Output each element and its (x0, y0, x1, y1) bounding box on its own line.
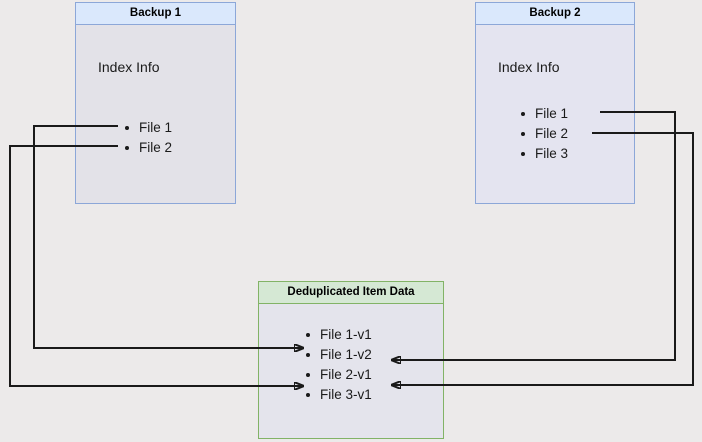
node-deduplicated-item-data-header: Deduplicated Item Data (259, 282, 443, 304)
list-item[interactable]: File 2 (125, 138, 172, 158)
node-backup-1[interactable]: Backup 1 Index Info File 1 File 2 (75, 2, 236, 204)
node-backup-1-index-label: Index Info (98, 59, 160, 75)
node-deduplicated-item-data[interactable]: Deduplicated Item Data File 1-v1 File 1-… (258, 281, 444, 439)
node-backup-1-file-list: File 1 File 2 (125, 118, 172, 158)
node-backup-1-header: Backup 1 (76, 3, 235, 25)
node-backup-1-body: Index Info File 1 File 2 (76, 25, 235, 203)
list-item[interactable]: File 1 (521, 104, 568, 124)
node-backup-2-header: Backup 2 (476, 3, 634, 25)
node-backup-2-body: Index Info File 1 File 2 File 3 (476, 25, 634, 203)
node-backup-2[interactable]: Backup 2 Index Info File 1 File 2 File 3 (475, 2, 635, 204)
list-item[interactable]: File 3-v1 (306, 385, 372, 405)
list-item[interactable]: File 1 (125, 118, 172, 138)
list-item[interactable]: File 2-v1 (306, 365, 372, 385)
list-item[interactable]: File 3 (521, 144, 568, 164)
node-backup-2-file-list: File 1 File 2 File 3 (521, 104, 568, 164)
node-deduplicated-file-list: File 1-v1 File 1-v2 File 2-v1 File 3-v1 (306, 325, 372, 405)
node-deduplicated-item-data-body: File 1-v1 File 1-v2 File 2-v1 File 3-v1 (259, 304, 443, 438)
node-backup-2-index-label: Index Info (498, 59, 560, 75)
list-item[interactable]: File 1-v2 (306, 345, 372, 365)
list-item[interactable]: File 1-v1 (306, 325, 372, 345)
list-item[interactable]: File 2 (521, 124, 568, 144)
